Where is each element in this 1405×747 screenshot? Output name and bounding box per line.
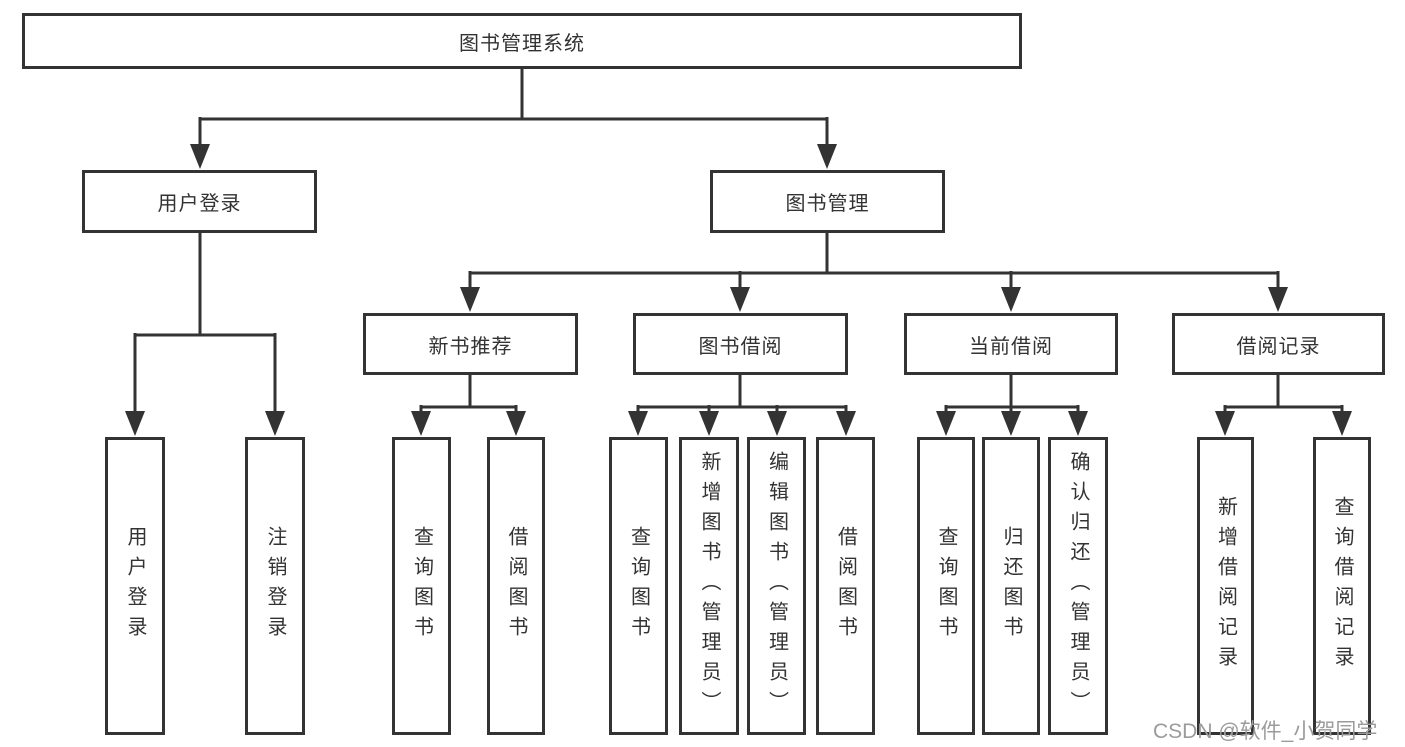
leaf-add-borrow-record: 新增借阅记录: [1197, 437, 1254, 735]
csdn-watermark: CSDN @软件_小贺同学: [1153, 720, 1378, 743]
leaf-logout: 注销登录: [245, 437, 305, 735]
leaf-borrow-books-recommend: 借阅图书: [487, 437, 545, 735]
node-borrowing-records: 借阅记录: [1172, 313, 1385, 375]
leaf-confirm-return-admin: 确认归还（管理员）: [1048, 437, 1108, 735]
node-user-login: 用户登录: [82, 170, 317, 233]
leaf-add-books-admin: 新增图书（管理员）: [679, 437, 739, 735]
node-current-borrowing: 当前借阅: [904, 313, 1118, 375]
leaf-query-books-borrowing: 查询图书: [609, 437, 668, 735]
leaf-query-borrow-record: 查询借阅记录: [1313, 437, 1371, 735]
node-book-management: 图书管理: [710, 170, 945, 233]
leaf-borrow-books: 借阅图书: [816, 437, 875, 735]
leaf-edit-books-admin: 编辑图书（管理员）: [747, 437, 806, 735]
node-new-book-recommend: 新书推荐: [363, 313, 578, 375]
node-library-management-system: 图书管理系统: [22, 13, 1022, 69]
leaf-query-books-recommend: 查询图书: [392, 437, 451, 735]
leaf-query-books-current: 查询图书: [917, 437, 975, 735]
leaf-user-login: 用户登录: [105, 437, 165, 735]
node-book-borrowing: 图书借阅: [633, 313, 848, 375]
leaf-return-books: 归还图书: [982, 437, 1040, 735]
